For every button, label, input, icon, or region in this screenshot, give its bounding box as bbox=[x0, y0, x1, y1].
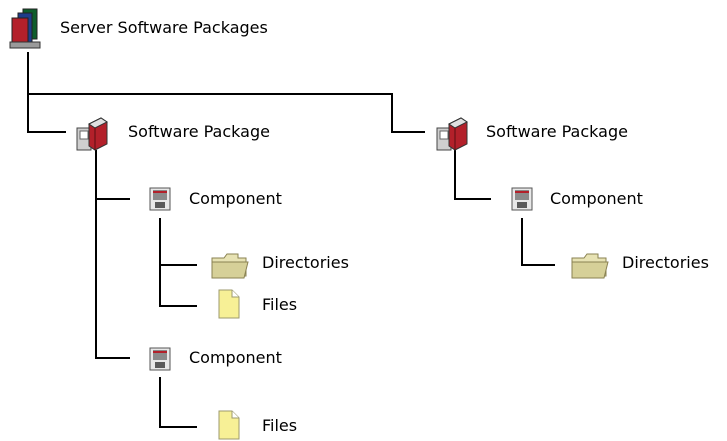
file-icon bbox=[217, 409, 249, 441]
connector-right-comp1-dirs bbox=[521, 218, 555, 266]
file-icon bbox=[217, 288, 249, 320]
package-right-label: Software Package bbox=[486, 122, 628, 141]
software-package-icon bbox=[75, 114, 108, 151]
files-left-1-label: Files bbox=[262, 295, 298, 314]
component-left-1-label: Component bbox=[189, 189, 282, 208]
server-packages-icon bbox=[8, 8, 41, 49]
folder-icon bbox=[570, 252, 609, 284]
files-left-2-label: Files bbox=[262, 416, 298, 435]
connector-left-package bbox=[95, 150, 130, 359]
directories-right-label: Directories bbox=[622, 253, 709, 272]
connector-root bbox=[27, 52, 425, 133]
connector-left-comp1-children bbox=[159, 218, 197, 307]
component-icon bbox=[148, 346, 180, 378]
package-left-label: Software Package bbox=[128, 122, 270, 141]
directories-left-label: Directories bbox=[262, 253, 349, 272]
component-right-1-label: Component bbox=[550, 189, 643, 208]
component-icon bbox=[148, 186, 180, 218]
component-left-2-label: Component bbox=[189, 348, 282, 367]
connector-left-comp2-files bbox=[159, 377, 197, 428]
folder-icon bbox=[210, 252, 249, 284]
connector-right-package bbox=[454, 150, 491, 200]
root-label: Server Software Packages bbox=[60, 18, 268, 37]
software-package-icon bbox=[435, 114, 468, 151]
connector-root-left bbox=[27, 94, 66, 133]
component-icon bbox=[510, 186, 542, 218]
